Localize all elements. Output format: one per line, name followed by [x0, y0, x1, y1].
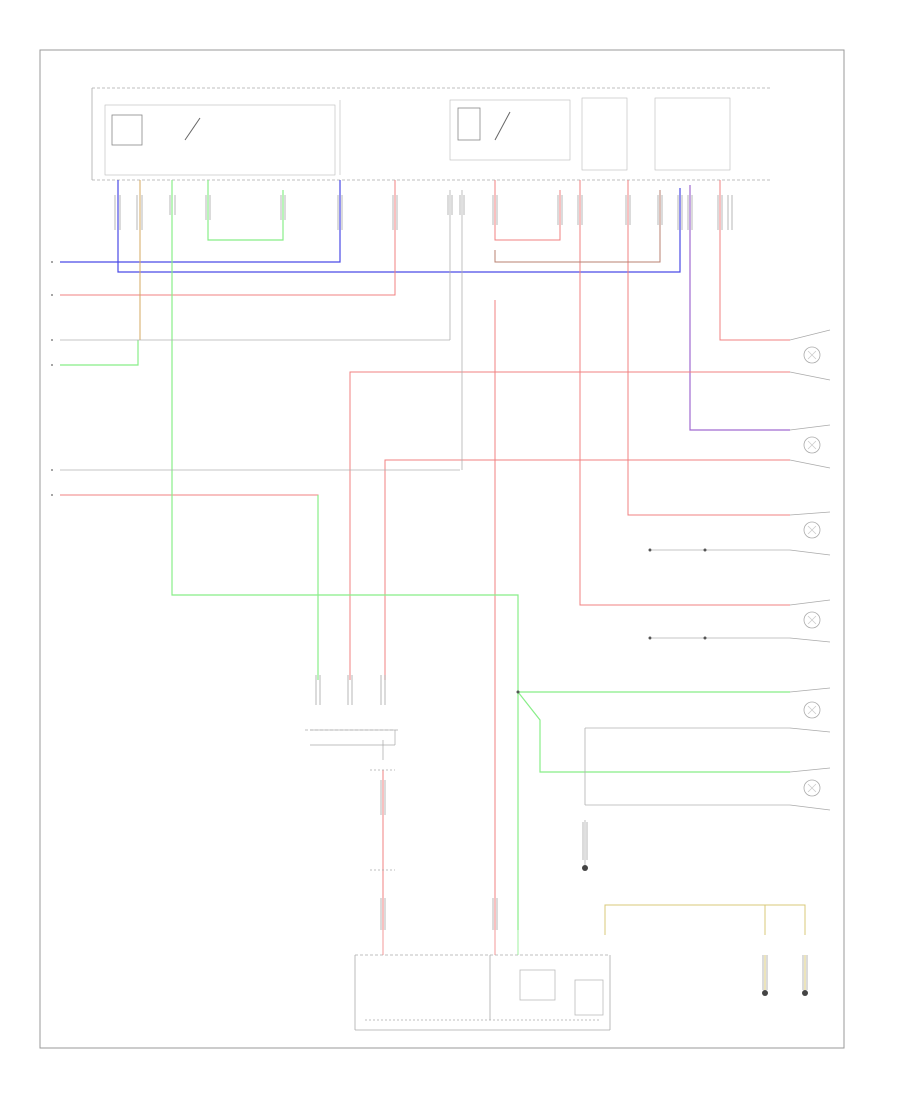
fuse-relay-box	[91, 87, 770, 181]
lamps	[789, 329, 831, 811]
lamp-icon	[803, 346, 821, 364]
ground-icon	[762, 990, 768, 996]
wire-gray	[60, 190, 790, 865]
relay-connector	[305, 729, 400, 871]
wire-olive	[604, 904, 806, 990]
connector-pins	[114, 195, 808, 990]
control-module	[354, 930, 611, 1031]
lamp-icon	[803, 701, 821, 719]
left-terminals	[51, 261, 53, 496]
wire-blue	[60, 180, 681, 273]
grounds	[582, 865, 808, 996]
lamp-icon	[803, 779, 821, 797]
lamp-icon	[803, 611, 821, 629]
wire-red	[60, 180, 790, 930]
wire-green	[60, 180, 790, 930]
connector-dots	[516, 548, 707, 694]
ground-icon	[802, 990, 808, 996]
lamp-icon	[803, 521, 821, 539]
ground-icon	[582, 865, 588, 871]
lamp-icon	[803, 436, 821, 454]
diagram-frame	[39, 49, 845, 1049]
wire-brown	[494, 190, 661, 263]
wire-violet	[689, 185, 790, 431]
